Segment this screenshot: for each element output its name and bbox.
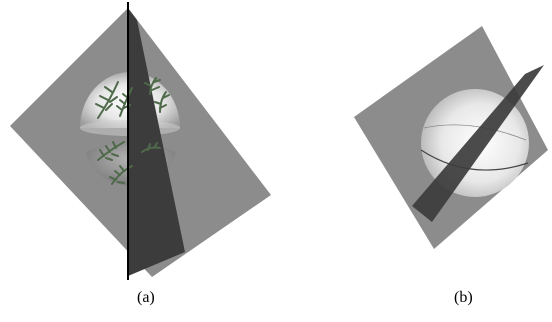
foliage-lower — [97, 141, 161, 185]
panel-b — [354, 26, 548, 249]
great-circle-b-back — [423, 124, 527, 141]
great-circle-b — [420, 149, 529, 171]
strip-plane-b — [412, 65, 544, 222]
panel-a — [10, 2, 271, 280]
foliage-upper — [95, 77, 170, 119]
caption-a: (a) — [137, 289, 155, 306]
caption-b: (b) — [454, 289, 473, 306]
vertical-plane-a — [128, 8, 185, 276]
